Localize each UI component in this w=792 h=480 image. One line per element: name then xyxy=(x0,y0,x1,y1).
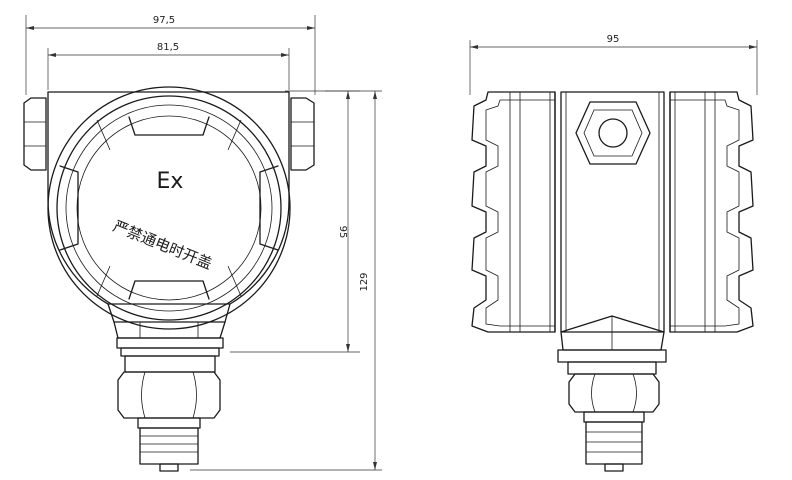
housing-cover: Ex 严禁通电时开盖 xyxy=(47,86,291,330)
dim-side-width: 95 xyxy=(469,34,758,95)
dim-body-height-label: 95 xyxy=(337,226,348,239)
dim-body-height: 95 xyxy=(230,90,360,353)
right-cable-gland xyxy=(290,97,315,171)
cover-ribs xyxy=(59,116,279,300)
thread-fitting xyxy=(137,417,201,472)
warning-text: 严禁通电时开盖 xyxy=(111,217,215,273)
side-neck xyxy=(557,315,667,375)
front-view: 97,5 81,5 95 129 xyxy=(23,15,382,472)
dim-total-height: 129 xyxy=(190,90,382,471)
dim-body-width: 81,5 xyxy=(47,42,290,90)
dim-overall-width: 97,5 xyxy=(25,15,316,95)
dim-body-width-label: 81,5 xyxy=(157,42,179,53)
side-right-cover xyxy=(669,91,754,333)
side-thread-fitting xyxy=(583,411,645,472)
side-left-cover xyxy=(471,91,556,333)
housing-body xyxy=(47,91,290,305)
left-cable-gland xyxy=(23,97,47,171)
dim-side-width-label: 95 xyxy=(607,34,620,45)
dim-total-height-label: 129 xyxy=(359,272,370,291)
housing-neck xyxy=(107,303,231,373)
side-center-body xyxy=(560,91,665,333)
side-view: 95 xyxy=(469,34,758,472)
side-connection-nut xyxy=(568,373,660,413)
process-connection-nut xyxy=(117,371,221,419)
ex-mark: Ex xyxy=(157,169,184,194)
side-cable-entry xyxy=(575,101,651,165)
dim-overall-width-label: 97,5 xyxy=(153,15,175,26)
